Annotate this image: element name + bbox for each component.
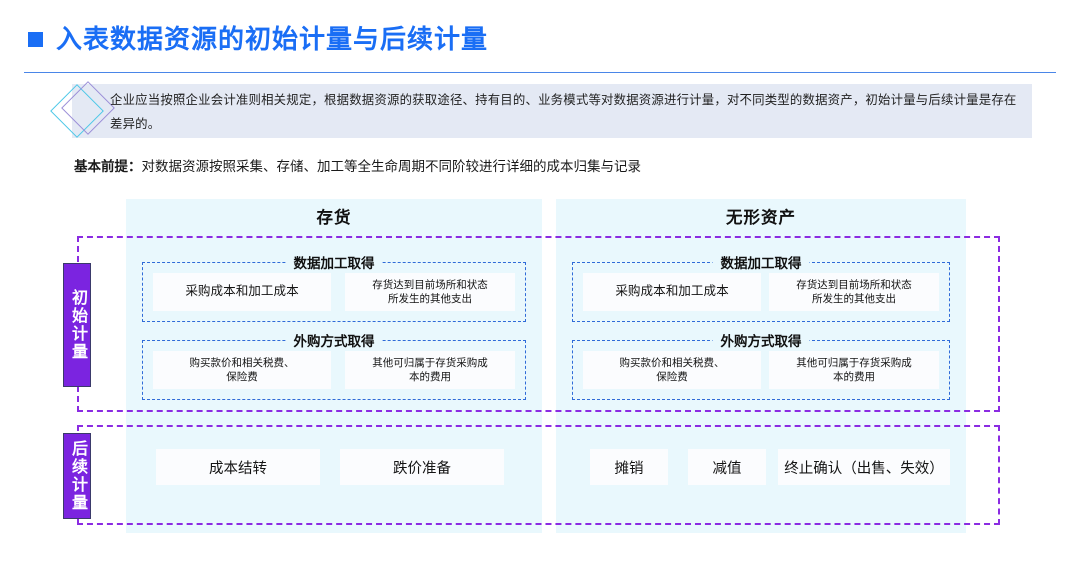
group-cell: 存货达到目前场所和状态所发生的其他支出	[345, 273, 515, 311]
group-cell: 采购成本和加工成本	[153, 273, 331, 311]
group-intangible-processing: 数据加工取得 采购成本和加工成本 存货达到目前场所和状态所发生的其他支出	[572, 252, 950, 322]
group-title: 数据加工取得	[285, 252, 383, 272]
stage-label-subsequent-text: 后续计量	[69, 440, 86, 512]
group-cell: 其他可归属于存货采购成本的费用	[769, 351, 939, 389]
premise-label: 基本前提：	[74, 159, 142, 174]
group-inventory-purchase: 外购方式取得 购买款价和相关税费、保险费 其他可归属于存货采购成本的费用	[142, 330, 526, 400]
note-band	[72, 84, 1032, 138]
stage-label-subsequent: 后续计量	[63, 433, 91, 519]
group-cell: 其他可归属于存货采购成本的费用	[345, 351, 515, 389]
group-title: 外购方式取得	[712, 330, 810, 350]
column-header-intangible: 无形资产	[726, 209, 796, 227]
premise-line: 基本前提：对数据资源按照采集、存储、加工等全生命周期不同阶较进行详细的成本归集与…	[74, 155, 641, 175]
subsequent-chip-intangible-1: 摊销	[590, 449, 668, 485]
page-title-text: 入表数据资源的初始计量与后续计量	[56, 24, 489, 54]
subsequent-chip-intangible-2: 减值	[688, 449, 766, 485]
stage-label-initial: 初始计量	[63, 263, 91, 387]
stage-label-initial-text: 初始计量	[69, 289, 86, 361]
group-cell: 采购成本和加工成本	[583, 273, 761, 311]
page-title: 入表数据资源的初始计量与后续计量	[28, 26, 488, 52]
group-intangible-purchase: 外购方式取得 购买款价和相关税费、保险费 其他可归属于存货采购成本的费用	[572, 330, 950, 400]
group-title: 数据加工取得	[712, 252, 810, 272]
group-cell: 购买款价和相关税费、保险费	[153, 351, 331, 389]
title-divider	[24, 72, 1056, 74]
group-cell: 购买款价和相关税费、保险费	[583, 351, 761, 389]
group-title: 外购方式取得	[285, 330, 383, 350]
group-inventory-processing: 数据加工取得 采购成本和加工成本 存货达到目前场所和状态所发生的其他支出	[142, 252, 526, 322]
subsequent-chip-inventory-1: 成本结转	[156, 449, 320, 485]
note-text: 企业应当按照企业会计准则相关规定，根据数据资源的获取途径、持有目的、业务模式等对…	[110, 93, 1017, 131]
group-cell: 存货达到目前场所和状态所发生的其他支出	[769, 273, 939, 311]
subsequent-chip-inventory-2: 跌价准备	[340, 449, 504, 485]
premise-text: 对数据资源按照采集、存储、加工等全生命周期不同阶较进行详细的成本归集与记录	[141, 159, 642, 174]
column-header-inventory: 存货	[316, 209, 352, 227]
measurement-diagram: 存货 无形资产 初始计量 后续计量 数据加工取得 采购成本和加工成本 存货达到目…	[0, 190, 1080, 550]
subsequent-chip-intangible-3: 终止确认（出售、失效）	[778, 449, 950, 485]
square-bullet-icon	[28, 31, 43, 47]
